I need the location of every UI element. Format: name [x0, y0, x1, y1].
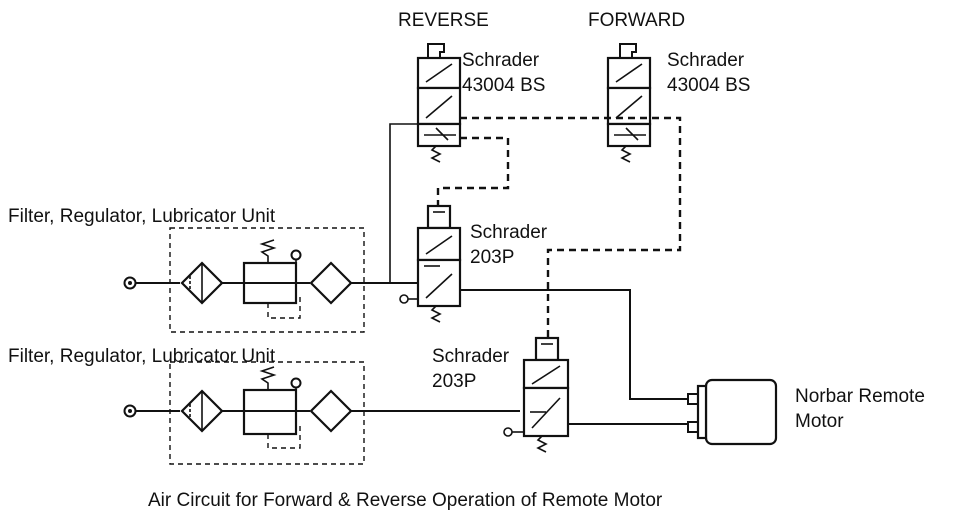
frl-unit-top: [123, 227, 420, 333]
regulator-symbol-bottom: [242, 366, 302, 449]
exhaust-port-bottom: [503, 427, 513, 437]
valve-203p-top-label: Schrader 203P: [470, 222, 548, 268]
reverse-valve: [416, 43, 462, 163]
air-supply-port-bottom: [123, 404, 137, 418]
frl-bottom-label: Filter, Regulator, Lubricator Unit: [8, 346, 276, 367]
reverse-valve-label: Schrader 43004 BS: [462, 50, 546, 96]
forward-label: FORWARD: [588, 10, 686, 31]
schrader-203p-valve-top: [399, 204, 462, 323]
forward-valve-label: Schrader 43004 BS: [667, 50, 751, 96]
schrader-203p-valve-bottom: [503, 336, 570, 453]
motor-label: Norbar Remote Motor: [795, 386, 925, 432]
frl-top-enclosure: [169, 227, 365, 333]
frl-bottom-enclosure: [169, 361, 365, 465]
filter-symbol-top: [180, 261, 224, 305]
lubricator-symbol-bottom: [309, 389, 353, 433]
pressure-lines: [389, 123, 688, 425]
diagram-caption: Air Circuit for Forward & Reverse Operat…: [148, 490, 663, 511]
frl-top-label: Filter, Regulator, Lubricator Unit: [8, 206, 276, 227]
valve-203p-bottom-label: Schrader 203P: [432, 346, 510, 392]
pilot-lines: [436, 116, 682, 338]
norbar-remote-motor: [687, 378, 778, 446]
exhaust-port-top: [399, 294, 409, 304]
regulator-symbol-top: [242, 239, 302, 319]
lubricator-symbol-top: [309, 261, 353, 305]
frl-unit-bottom: [123, 361, 520, 465]
forward-valve: [606, 43, 652, 163]
reverse-label: REVERSE: [398, 10, 489, 31]
filter-symbol-bottom: [180, 389, 224, 433]
air-supply-port-top: [123, 276, 137, 290]
